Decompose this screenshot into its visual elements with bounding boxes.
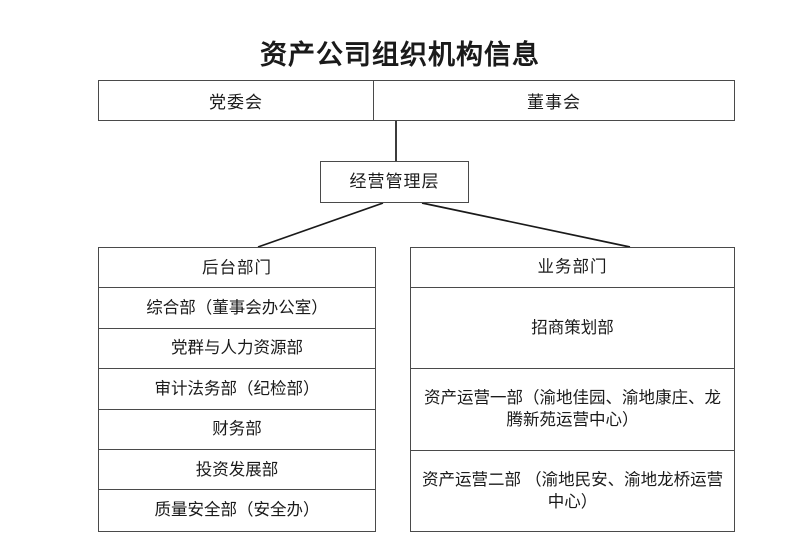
- dept-audit-and-legal[interactable]: 审计法务部（纪检部）: [99, 369, 375, 410]
- column-back-office: 后台部门 综合部（董事会办公室） 党群与人力资源部 审计法务部（纪检部） 财务部…: [98, 247, 376, 532]
- dept-asset-operation-one[interactable]: 资产运营一部（渝地佳园、渝地康庄、龙腾新苑运营中心）: [411, 369, 734, 451]
- dept-investment-development[interactable]: 投资发展部: [99, 450, 375, 491]
- page-title: 资产公司组织机构信息: [260, 40, 540, 70]
- column-header-business: 业务部门: [411, 248, 734, 288]
- dept-finance[interactable]: 财务部: [99, 410, 375, 450]
- dept-general-office[interactable]: 综合部（董事会办公室）: [99, 288, 375, 329]
- node-party-committee[interactable]: 党委会: [99, 81, 374, 120]
- dept-party-and-hr[interactable]: 党群与人力资源部: [99, 329, 375, 370]
- connector-management-to-back-office: [257, 202, 384, 248]
- column-business: 业务部门 招商策划部 资产运营一部（渝地佳园、渝地康庄、龙腾新苑运营中心） 资产…: [410, 247, 735, 532]
- connector-management-to-business: [421, 202, 631, 248]
- node-management-level[interactable]: 经营管理层: [320, 161, 469, 203]
- column-header-back-office: 后台部门: [99, 248, 375, 289]
- node-board-of-directors[interactable]: 董事会: [527, 93, 581, 112]
- dept-asset-operation-two[interactable]: 资产运营二部 （渝地民安、渝地龙桥运营中心）: [421, 469, 724, 511]
- dept-quality-and-safety[interactable]: 质量安全部（安全办）: [154, 500, 320, 520]
- dept-investment-promotion-planning[interactable]: 招商策划部: [411, 288, 734, 370]
- top-row: 党委会 董事会: [98, 80, 735, 121]
